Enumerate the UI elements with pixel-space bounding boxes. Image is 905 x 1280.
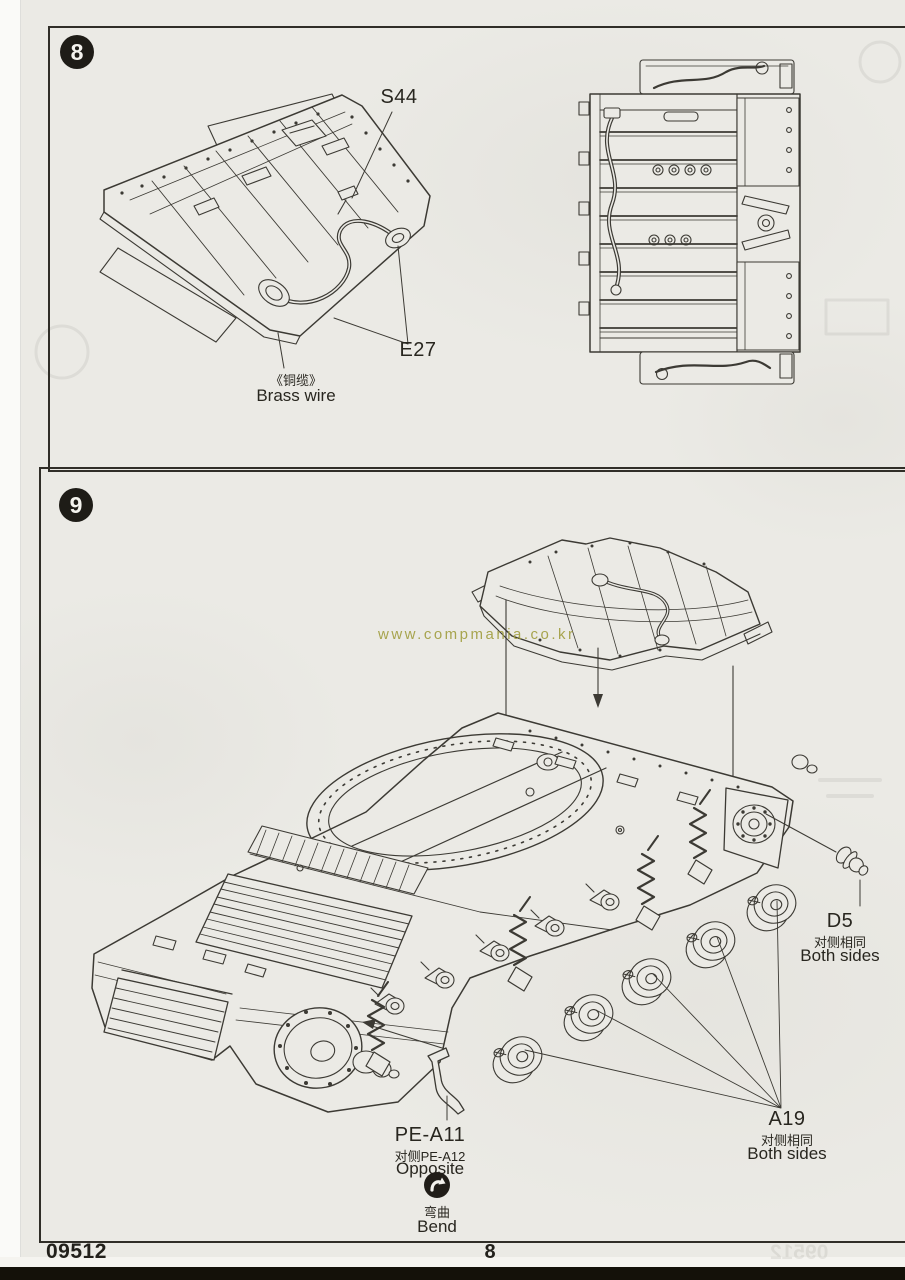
swing-arms	[370, 883, 620, 1015]
watermark: www.compmania.co.kr	[378, 626, 576, 643]
step-9-badge: 9	[59, 488, 93, 522]
step-9-panel	[39, 467, 905, 1243]
label-brass-wire-en: Brass wire	[256, 386, 336, 405]
step-8-panel	[48, 26, 905, 472]
step8-leader-lines	[277, 111, 409, 369]
scan-edge-strip	[0, 0, 21, 1280]
show-through-ghosts	[34, 40, 902, 798]
bend-icon	[423, 1171, 451, 1199]
label-pe-a11: PE-A11	[394, 1124, 466, 1146]
pe-a11-part	[362, 1019, 465, 1121]
step8-iso-diagram	[99, 93, 431, 369]
footer-product-code: 09512	[46, 1240, 107, 1263]
step9-hull-diagram	[91, 712, 869, 1121]
label-a19-note-en: Both sides	[747, 1144, 827, 1163]
step-8-number: 8	[70, 39, 84, 65]
a19-leader-fan	[524, 900, 782, 1109]
label-d5: D5	[826, 910, 854, 932]
scan-bottom-light-strip	[0, 1257, 905, 1267]
idler-mount	[723, 754, 818, 869]
label-bend-cn: 弯曲	[423, 1205, 451, 1220]
footer-page-number: 8	[484, 1241, 496, 1263]
shock-absorbers	[365, 789, 713, 1077]
label-s44: S44	[380, 86, 418, 108]
d5-part	[835, 846, 869, 876]
scan-bottom-dark-band	[0, 1267, 905, 1280]
label-brass-wire-cn: 《铜缆》	[269, 373, 323, 388]
label-a19: A19	[768, 1108, 806, 1130]
label-pe-note-cn: 对侧PE-A12	[394, 1149, 466, 1164]
label-a19-note-cn: 对侧相同	[760, 1133, 814, 1148]
road-wheels	[492, 884, 797, 1084]
step9-plate-diagram	[471, 537, 773, 671]
label-e27: E27	[399, 339, 437, 361]
step8-top-diagram	[578, 59, 801, 385]
label-d5-note-en: Both sides	[800, 946, 880, 965]
label-d5-note-cn: 对侧相同	[813, 935, 867, 950]
label-bend-en: Bend	[417, 1217, 457, 1236]
step-9-number: 9	[69, 492, 83, 518]
step-8-badge: 8	[60, 35, 94, 69]
label-pe-note-en: Opposite	[395, 1159, 465, 1178]
